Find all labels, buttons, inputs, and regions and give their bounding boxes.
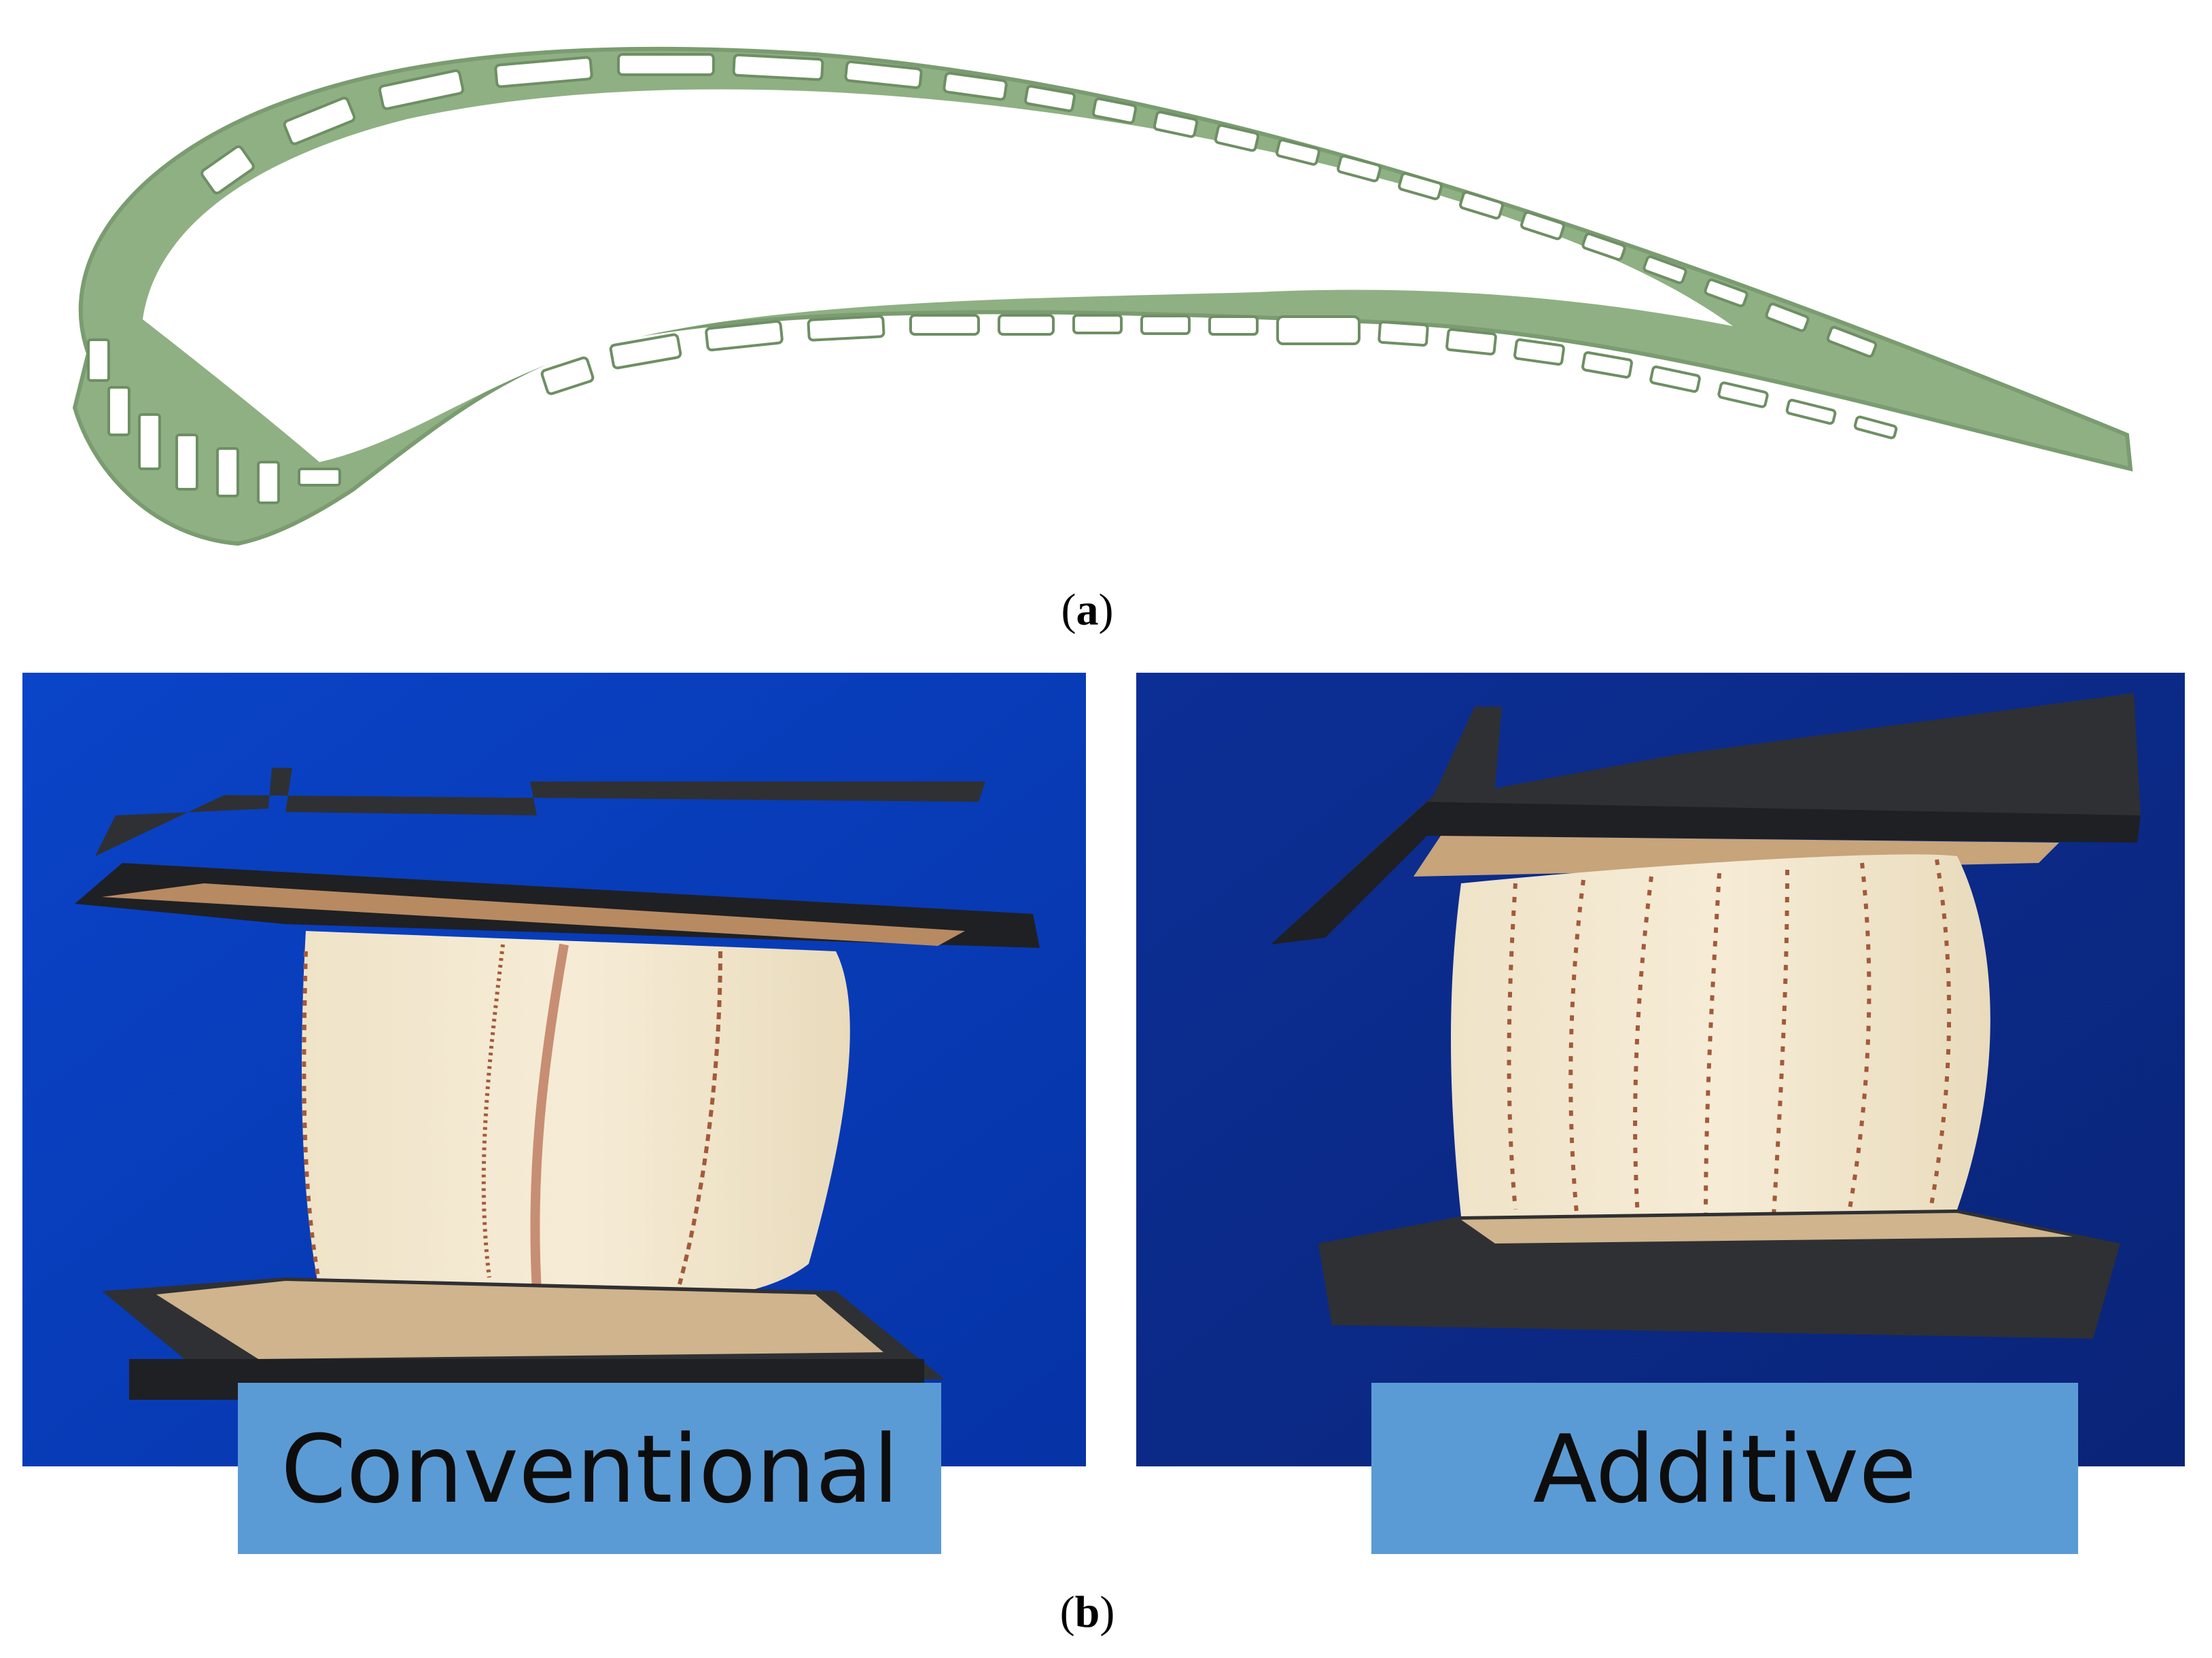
top-fixture	[1278, 693, 2141, 938]
pressure-tap-rows	[302, 943, 722, 1292]
photo-additive: Additive	[1136, 673, 2185, 1554]
pressure-tap-rows	[1507, 859, 1952, 1217]
photo-conventional: Conventional	[22, 673, 1086, 1554]
cooling-passages-upper	[200, 53, 1878, 358]
caption-a: (a)	[1061, 585, 1114, 635]
label-conventional: Conventional	[281, 1415, 899, 1524]
caption-b-letter: b	[1074, 1587, 1100, 1637]
blade-surface	[1451, 854, 1990, 1218]
leading-edge-passages	[87, 338, 341, 504]
blade-surface	[302, 931, 850, 1305]
label-additive: Additive	[1533, 1415, 1917, 1524]
top-fixture	[95, 768, 985, 856]
airfoil-inner-cavity	[143, 89, 1733, 462]
label-box-conventional	[238, 1383, 941, 1554]
airfoil-cross-section	[72, 46, 2133, 546]
cooling-passages-lower	[540, 314, 1898, 440]
caption-b: (b)	[1059, 1587, 1115, 1637]
label-box-additive	[1371, 1383, 2078, 1554]
caption-a-letter: a	[1076, 585, 1099, 635]
